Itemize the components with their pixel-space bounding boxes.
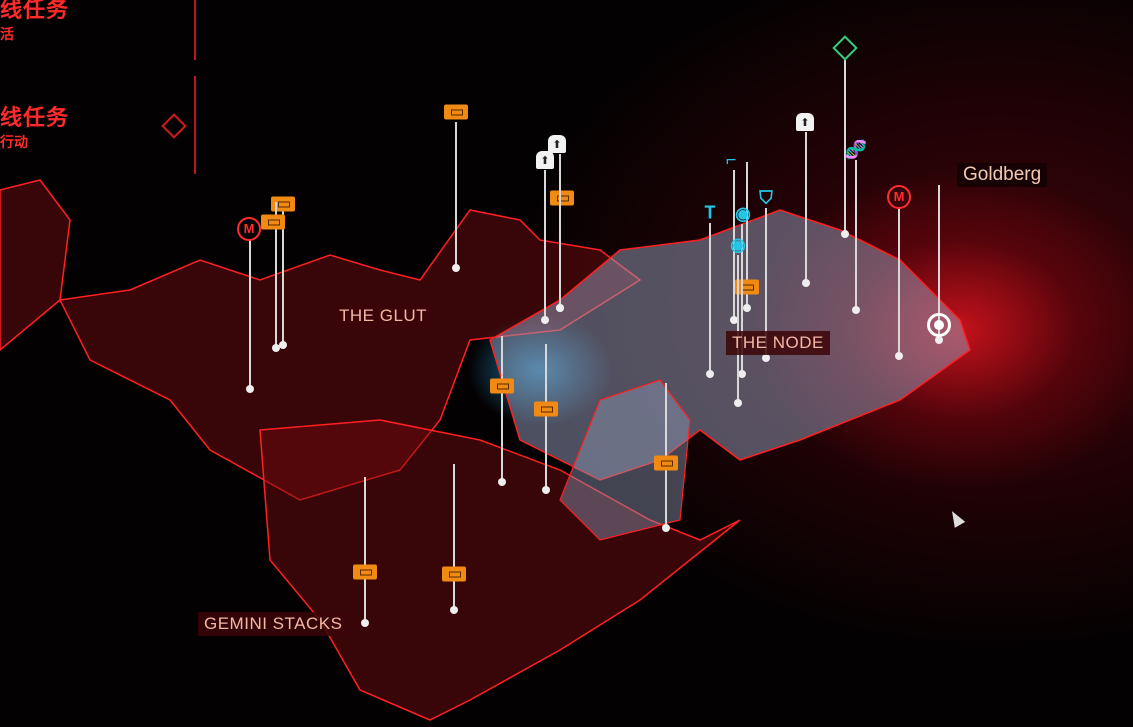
district-left	[0, 179, 71, 351]
marker-anchor-dot	[272, 344, 280, 352]
chest-icon[interactable]	[271, 196, 295, 212]
marker-anchor-dot	[743, 304, 751, 312]
chest-icon[interactable]	[654, 455, 678, 471]
chest-icon[interactable]	[353, 564, 377, 580]
marker-pin-line	[545, 344, 547, 490]
target-icon[interactable]	[927, 313, 951, 337]
marker-pin-line	[544, 170, 546, 320]
eye-icon[interactable]: ◉	[730, 234, 746, 255]
marker-pin-line	[737, 255, 739, 403]
marker-anchor-dot	[556, 304, 564, 312]
marker-anchor-dot	[895, 352, 903, 360]
marker-pin-line	[805, 132, 807, 283]
marker-pin-line	[898, 207, 900, 356]
region-label-the-node: THE NODE	[726, 331, 830, 355]
m-faction-icon[interactable]: M	[237, 217, 261, 241]
marker-pin-line	[453, 464, 455, 610]
marker-pin-line	[559, 154, 561, 308]
mission-title: 线任务	[0, 0, 70, 22]
marker-pin-line	[733, 170, 735, 320]
district-gemini	[259, 419, 741, 721]
gun-icon[interactable]: ⌐	[725, 149, 737, 170]
dna-icon[interactable]: 🧬	[844, 139, 868, 160]
mission-title: 线任务	[0, 105, 70, 130]
map-marker[interactable]	[0, 30, 1133, 352]
marker-anchor-dot	[852, 306, 860, 314]
mission-entry[interactable]: 线任务 行动	[0, 100, 69, 152]
marker-pin-line	[282, 199, 284, 345]
eye-icon[interactable]: ◉	[735, 203, 751, 224]
marker-anchor-dot	[498, 478, 506, 486]
chest-icon[interactable]	[534, 401, 558, 417]
chest-icon[interactable]	[261, 214, 285, 230]
marker-anchor-dot	[279, 341, 287, 349]
mission-entry[interactable]: 线任务 活	[0, 0, 69, 44]
lock-icon[interactable]: ⬆	[536, 151, 554, 169]
marker-anchor-dot	[734, 399, 742, 407]
marker-anchor-dot	[802, 279, 810, 287]
marker-anchor-dot	[738, 370, 746, 378]
mission-subtitle: 活	[0, 26, 14, 42]
marker-pin-line	[709, 223, 711, 374]
district-node-core	[559, 379, 691, 541]
lock-icon[interactable]: ⬆	[796, 113, 814, 131]
marker-anchor-dot	[542, 486, 550, 494]
marker-anchor-dot	[841, 230, 849, 238]
chest-icon[interactable]	[442, 566, 466, 582]
region-label-gemini-stacks: GEMINI STACKS	[198, 612, 349, 636]
marker-pin-line	[746, 162, 748, 308]
map-marker[interactable]	[0, 90, 1133, 532]
map-marker[interactable]	[0, 0, 1133, 272]
marker-pin-line	[938, 185, 940, 340]
marker-pin-line	[501, 336, 503, 482]
marker-anchor-dot	[662, 524, 670, 532]
region-label-the-glut: THE GLUT	[333, 304, 434, 328]
marker-anchor-dot	[541, 316, 549, 324]
marker-anchor-dot	[246, 385, 254, 393]
lock-icon[interactable]: ⬆	[548, 135, 566, 153]
m-faction-icon[interactable]: M	[887, 185, 911, 209]
marker-pin-line	[275, 202, 277, 348]
marker-pin-line	[741, 224, 743, 374]
divider	[186, 0, 196, 60]
marker-pin-line	[455, 122, 457, 268]
mission-subtitle: 行动	[0, 134, 28, 150]
map-marker[interactable]	[0, 105, 1133, 627]
hammer-icon[interactable]: T	[704, 202, 716, 223]
chest-icon[interactable]	[550, 190, 574, 206]
marker-pin-line	[844, 58, 846, 234]
marker-anchor-dot	[361, 619, 369, 627]
marker-anchor-dot	[450, 606, 458, 614]
tracked-target-label: Goldberg	[957, 163, 1048, 187]
map-marker[interactable]	[0, 120, 1133, 614]
marker-anchor-dot	[730, 316, 738, 324]
chest-icon[interactable]	[444, 104, 468, 120]
marker-anchor-dot	[706, 370, 714, 378]
marker-pin-line	[855, 160, 857, 310]
map-marker[interactable]	[0, 75, 1133, 494]
chest-icon[interactable]	[490, 378, 514, 394]
marker-pin-line	[765, 208, 767, 358]
marker-pin-line	[364, 477, 366, 623]
map-marker[interactable]	[0, 150, 1133, 344]
marker-anchor-dot	[935, 336, 943, 344]
map-marker[interactable]	[0, 60, 1133, 486]
shield-icon[interactable]: ⛉	[759, 187, 773, 208]
map-marker[interactable]	[0, 15, 1133, 349]
marker-anchor-dot	[452, 264, 460, 272]
marker-anchor-dot	[762, 354, 770, 362]
marker-pin-line	[249, 239, 251, 389]
divider	[186, 76, 196, 174]
